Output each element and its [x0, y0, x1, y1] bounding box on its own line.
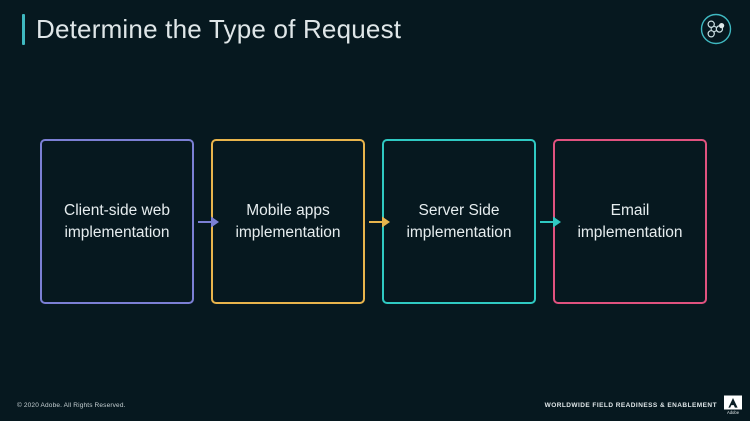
flow-box-mobile-apps[interactable]: Mobile apps implementation	[211, 139, 365, 304]
adobe-logo-icon: Adobe	[722, 395, 744, 415]
slide-header: Determine the Type of Request	[0, 0, 750, 62]
flow-box-server-side[interactable]: Server Side implementation	[382, 139, 536, 304]
flow-box-label: Server Side implementation	[406, 201, 512, 241]
slide-footer: © 2020 Adobe. All Rights Reserved. WORLD…	[0, 387, 750, 421]
flow-box-email[interactable]: Email implementation	[553, 139, 707, 304]
title-accent-bar	[22, 14, 25, 45]
page-title: Determine the Type of Request	[36, 14, 402, 44]
svg-text:Adobe: Adobe	[727, 410, 740, 415]
arrow-right-icon	[196, 213, 222, 231]
copyright-text: © 2020 Adobe. All Rights Reserved.	[17, 402, 126, 409]
flow-box-label: Mobile apps implementation	[235, 201, 341, 241]
org-text: WORLDWIDE FIELD READINESS & ENABLEMENT	[544, 402, 717, 409]
arrow-right-icon	[367, 213, 393, 231]
flow-box-label: Email implementation	[577, 201, 683, 241]
flow-box-client-side-web[interactable]: Client-side web implementation	[40, 139, 194, 304]
flow-box-label: Client-side web implementation	[64, 201, 170, 241]
molecule-circle-icon	[699, 12, 733, 46]
arrow-right-icon	[538, 213, 564, 231]
process-flow-diagram: Client-side web implementation Mobile ap…	[0, 130, 750, 315]
